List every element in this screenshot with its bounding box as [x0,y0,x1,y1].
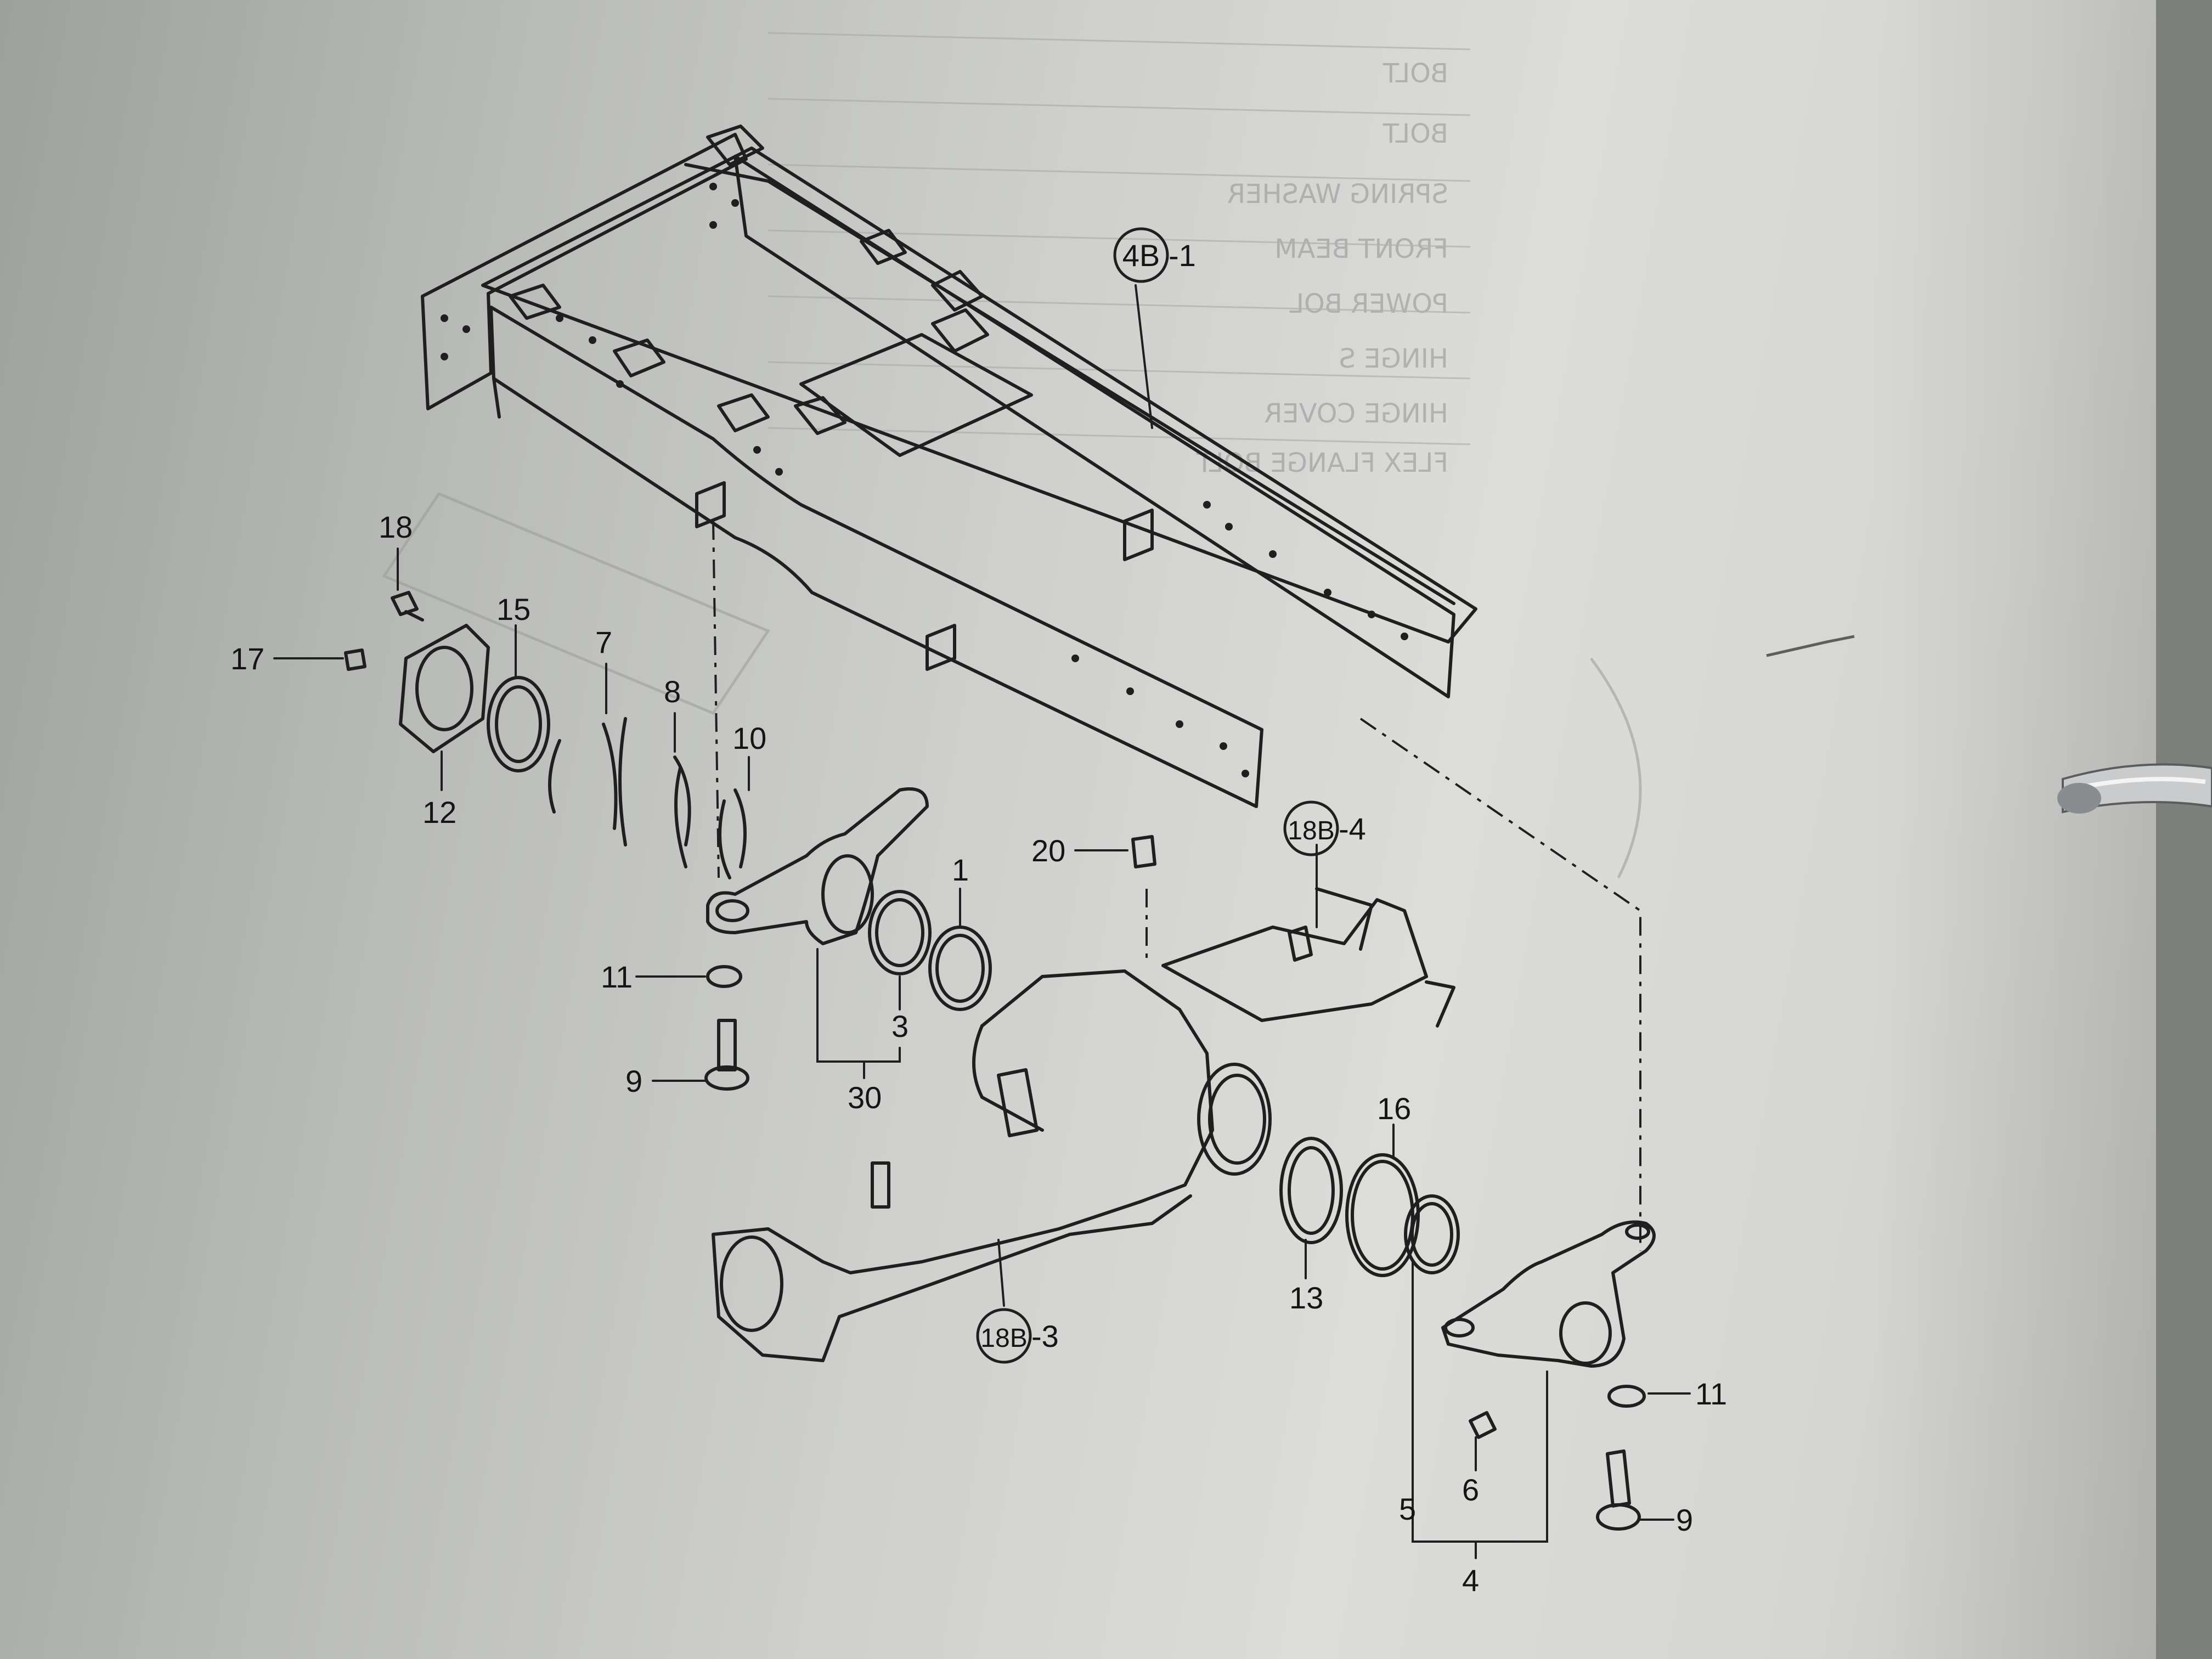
bushing-1-icon [928,926,992,1011]
bleed-through-table: BOLT BOLT SPRING WASHER FRONT BEAM POWER… [382,32,1642,879]
bleed-row: SPRING WASHER [1227,179,1448,210]
axle-housing-group: 20 18B -4 18B -3 [712,800,1455,1364]
bleed-row: FLEX FLANGE BOLT [1196,448,1448,478]
bolt-17-icon [344,648,366,671]
ref-badge-18b-3 [976,1308,1032,1364]
callout-30: 30 [848,1080,882,1115]
callout-16: 16 [1377,1091,1411,1126]
shim-10-icon [733,788,747,868]
callout-9a: 9 [625,1064,642,1098]
callout-8: 8 [664,674,681,709]
ring-13-icon [1279,1137,1343,1244]
callout-3: 3 [891,1009,909,1043]
pen-mark [1766,635,1855,657]
callout-10: 10 [732,721,766,755]
callout-11a: 11 [601,960,633,994]
callout-11b: 11 [1695,1376,1727,1411]
bleed-row: FRONT BEAM [1274,234,1448,264]
ref-4b-suffix: -1 [1169,238,1196,273]
callout-4: 4 [1462,1563,1479,1598]
shim-7-icon [548,739,561,814]
assembly-line [712,521,720,878]
shim-8-icon [673,755,691,847]
bleed-row: BOLT [1383,58,1448,89]
bleed-row: POWER BOL [1289,289,1448,319]
bleed-row: HINGE S [1339,343,1448,374]
ring-15-icon [487,676,550,772]
right-steering-knuckle-group: 13 16 6 5 4 11 9 [1279,1091,1727,1598]
plug-20-icon [1131,835,1156,868]
callout-15: 15 [496,592,531,627]
callout-6: 6 [1462,1472,1479,1507]
ref-badge-4b-text: 4B [1122,238,1160,273]
knuckle-arm-4-icon [1441,1220,1656,1368]
washer-11-icon [1607,1385,1646,1408]
callout-20: 20 [1031,833,1065,868]
callout-1: 1 [952,853,969,887]
callout-12: 12 [422,795,456,830]
bolt-9-icon [717,1019,737,1071]
nipple-6-icon [1469,1411,1497,1439]
ref-18b-3-suffix: -3 [1031,1319,1059,1353]
bleed-row: BOLT [1383,119,1448,149]
frame-assembly: 4B -1 [421,125,1477,808]
axle-housing-icon [712,969,1214,1362]
callout-7: 7 [595,625,612,659]
callout-18: 18 [379,510,413,544]
bushing-3-icon [868,890,932,975]
ref-badge-18b-3-text: 18B [980,1324,1027,1353]
ref-badge-18b-4-text: 18B [1288,816,1334,845]
ref-badge-18b-4 [1283,800,1339,856]
bolt-9-icon [1606,1449,1631,1508]
bolt-18-icon [391,591,419,616]
bushing-5-icon [1404,1194,1460,1274]
axle-cover-icon [1161,898,1428,1022]
ref-badge-4b [1113,227,1169,283]
flange-12-icon [399,624,490,753]
ref-18b-4-suffix: -4 [1339,811,1366,846]
binder-ring [2057,763,2212,814]
callout-9b: 9 [1676,1503,1693,1537]
bleed-row: HINGE COVER [1264,398,1448,429]
assembly-line [1359,718,1641,1251]
parts-sheet [0,0,2156,1659]
left-steering-knuckle-group: 18 17 12 15 7 8 10 [230,510,992,1115]
knuckle-arm-30-icon [706,787,929,945]
page-shadow [1871,0,2156,1659]
callout-17: 17 [230,641,264,676]
callout-13: 13 [1289,1280,1323,1315]
callout-5: 5 [1399,1492,1416,1526]
washer-11-icon [706,965,742,988]
